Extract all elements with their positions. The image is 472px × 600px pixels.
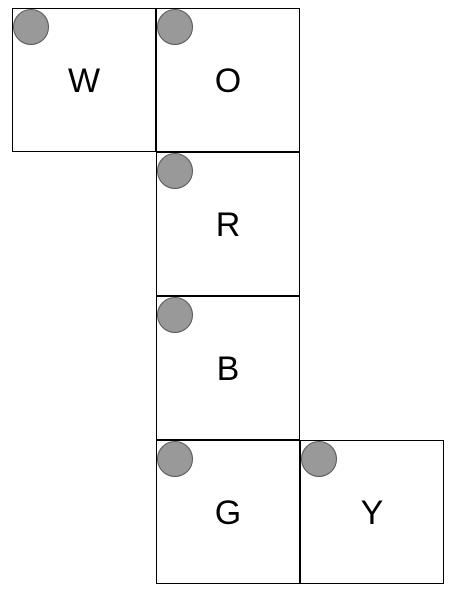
- corner-dot: [13, 9, 49, 45]
- corner-dot: [301, 441, 337, 477]
- corner-dot: [157, 153, 193, 189]
- face-label: R: [215, 206, 241, 244]
- cube-face-o: O: [156, 8, 300, 152]
- face-label: B: [216, 350, 240, 388]
- corner-dot: [157, 9, 193, 45]
- corner-dot: [157, 441, 193, 477]
- cube-face-r: R: [156, 152, 300, 296]
- face-label: W: [67, 62, 101, 100]
- corner-dot: [157, 297, 193, 333]
- face-label: Y: [360, 494, 384, 532]
- face-label: G: [214, 494, 242, 532]
- face-label: O: [214, 62, 242, 100]
- cube-face-y: Y: [300, 440, 444, 584]
- cube-face-w: W: [12, 8, 156, 152]
- cube-face-b: B: [156, 296, 300, 440]
- cube-face-g: G: [156, 440, 300, 584]
